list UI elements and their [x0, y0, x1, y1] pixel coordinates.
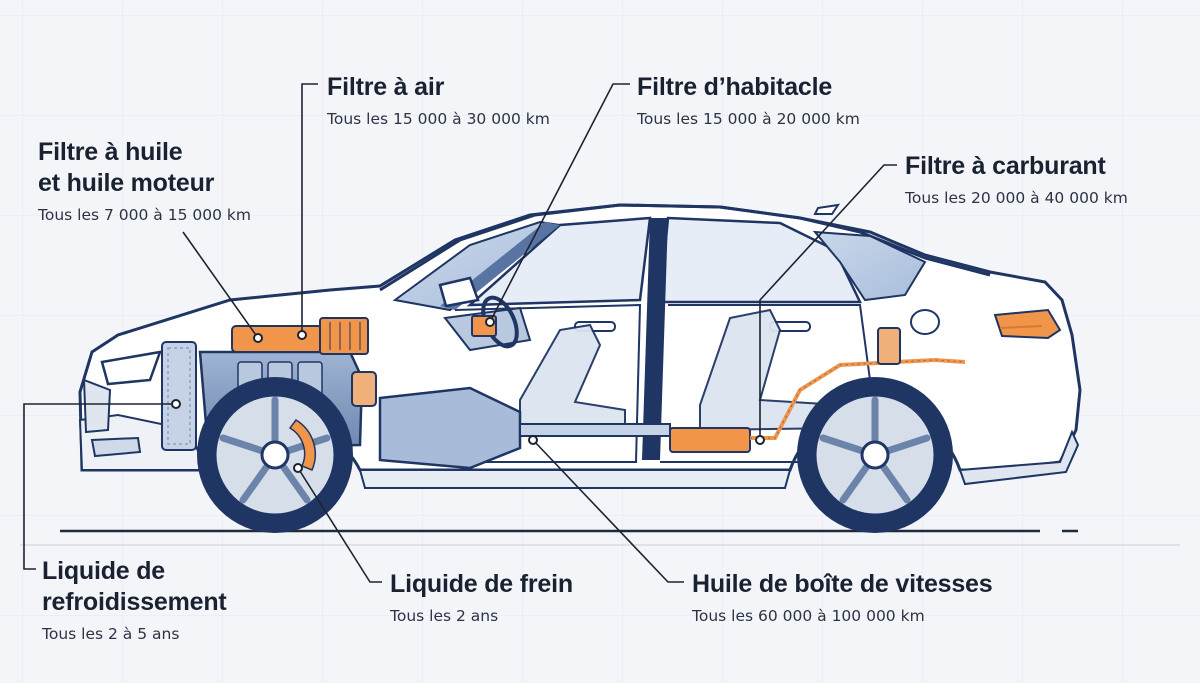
gearbox-oil-interval: Tous les 60 000 à 100 000 km — [692, 607, 925, 625]
fuel-filter-title: Filtre à carburant — [905, 152, 1106, 180]
air-filter-title: Filtre à air — [327, 73, 445, 101]
fuel-cap — [910, 309, 940, 335]
leader-air-filter — [301, 83, 318, 335]
side-sill — [358, 469, 792, 489]
b-pillar — [642, 218, 668, 460]
air-filter-interval: Tous les 15 000 à 30 000 km — [327, 110, 550, 128]
label-gearbox-oil: Huile de boîte de vitesses Tous les 60 0… — [692, 569, 993, 626]
tail-light — [993, 308, 1062, 340]
fog-light — [90, 436, 142, 458]
leader-cabin-filter — [489, 83, 630, 323]
rear-bumper — [958, 429, 1080, 486]
leader-lines — [23, 83, 897, 583]
gearbox-oil-title: Huile de boîte de vitesses — [692, 570, 993, 598]
coolant-reservoir — [351, 371, 377, 407]
label-brake-fluid: Liquide de frein Tous les 2 ans — [390, 569, 573, 626]
oil-filter-title: Filtre à huile — [38, 138, 183, 166]
label-air-filter: Filtre à air Tous les 15 000 à 30 000 km — [327, 72, 550, 129]
leader-brake — [297, 467, 382, 583]
cabin-filter-title: Filtre d’habitacle — [637, 73, 833, 101]
rear-spoiler — [813, 203, 841, 215]
fuel-filter-part — [669, 427, 751, 453]
coolant-interval: Tous les 2 à 5 ans — [42, 625, 180, 643]
driveshaft — [519, 423, 671, 437]
front-door — [420, 303, 642, 463]
side-mirror — [438, 276, 480, 308]
rear-wheel — [797, 377, 953, 533]
brake-fluid-title: Liquide de frein — [390, 570, 573, 598]
brake-fluid-interval: Tous les 2 ans — [390, 607, 499, 625]
leader-coolant — [23, 403, 176, 570]
label-fuel-filter: Filtre à carburant Tous les 20 000 à 40 … — [905, 151, 1128, 208]
coolant-title: Liquide de — [42, 557, 166, 585]
gearbox — [378, 386, 522, 470]
cabin-filter-interval: Tous les 15 000 à 20 000 km — [637, 110, 860, 128]
label-coolant: Liquide de refroidissement Tous les 2 à … — [42, 556, 227, 644]
front-window — [466, 216, 652, 307]
fuel-tank-fitting — [877, 327, 901, 365]
oil-filter-part — [231, 325, 323, 353]
air-filter-part — [319, 317, 369, 355]
front-wheel — [197, 377, 353, 533]
roof-line — [379, 203, 991, 292]
leader-gearbox — [532, 439, 684, 583]
coolant-title-line2: refroidissement — [42, 588, 227, 616]
leader-oil-filter — [182, 231, 259, 339]
front-grille — [82, 378, 112, 434]
oil-filter-interval: Tous les 7 000 à 15 000 km — [38, 206, 251, 224]
fuel-filter-interval: Tous les 20 000 à 40 000 km — [905, 189, 1128, 207]
leader-fuel-filter — [759, 164, 897, 440]
oil-filter-title-line2: et huile moteur — [38, 169, 215, 197]
brake-caliper-part — [288, 419, 316, 471]
label-cabin-filter: Filtre d’habitacle Tous les 15 000 à 20 … — [637, 72, 860, 129]
rear-glass — [812, 230, 927, 302]
label-oil-filter: Filtre à huile et huile moteur Tous les … — [38, 137, 251, 225]
radiator — [161, 341, 197, 451]
headlight — [100, 350, 162, 386]
